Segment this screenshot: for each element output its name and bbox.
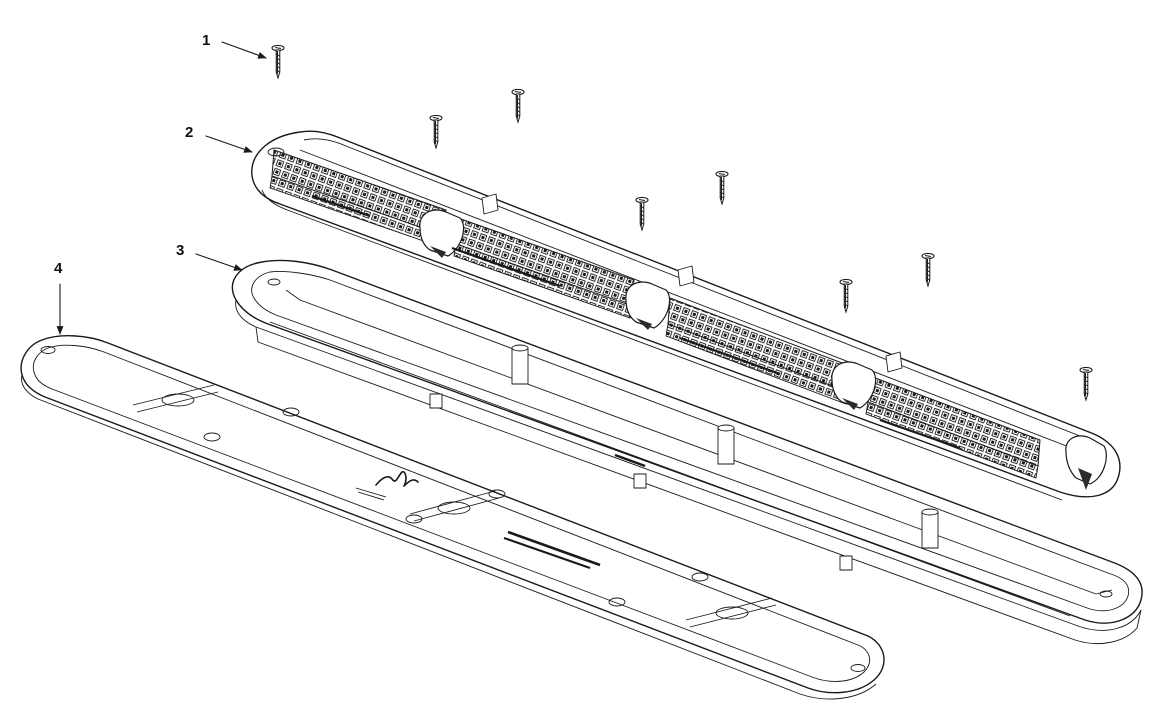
terminal-cover-part: [251, 130, 1121, 501]
callout-3: 3: [176, 242, 243, 271]
divider-clips: [419, 209, 1107, 490]
callout-3-label: 3: [176, 242, 184, 259]
screw-6: [921, 252, 935, 287]
callout-3-arrow: [195, 253, 243, 271]
screw-2: [511, 88, 525, 123]
callout-1: 1: [202, 32, 267, 59]
screw-4: [715, 170, 729, 205]
callout-1-label: 1: [202, 32, 210, 49]
callout-4-label: 4: [54, 260, 63, 277]
callout-2: 2: [185, 124, 253, 153]
screw-3: [429, 114, 443, 149]
terminal-block-group: [269, 149, 1041, 479]
callout-2-label: 2: [185, 124, 193, 141]
screw-1: [271, 44, 285, 79]
base-tray-part: [231, 259, 1143, 645]
callout-4: 4: [54, 260, 64, 335]
screw-8: [1079, 366, 1093, 401]
callout-1-arrow: [221, 41, 267, 59]
screw-7: [839, 278, 853, 313]
callout-2-arrow: [205, 135, 253, 153]
screw-5: [635, 196, 649, 231]
gasket-part: [20, 335, 885, 700]
